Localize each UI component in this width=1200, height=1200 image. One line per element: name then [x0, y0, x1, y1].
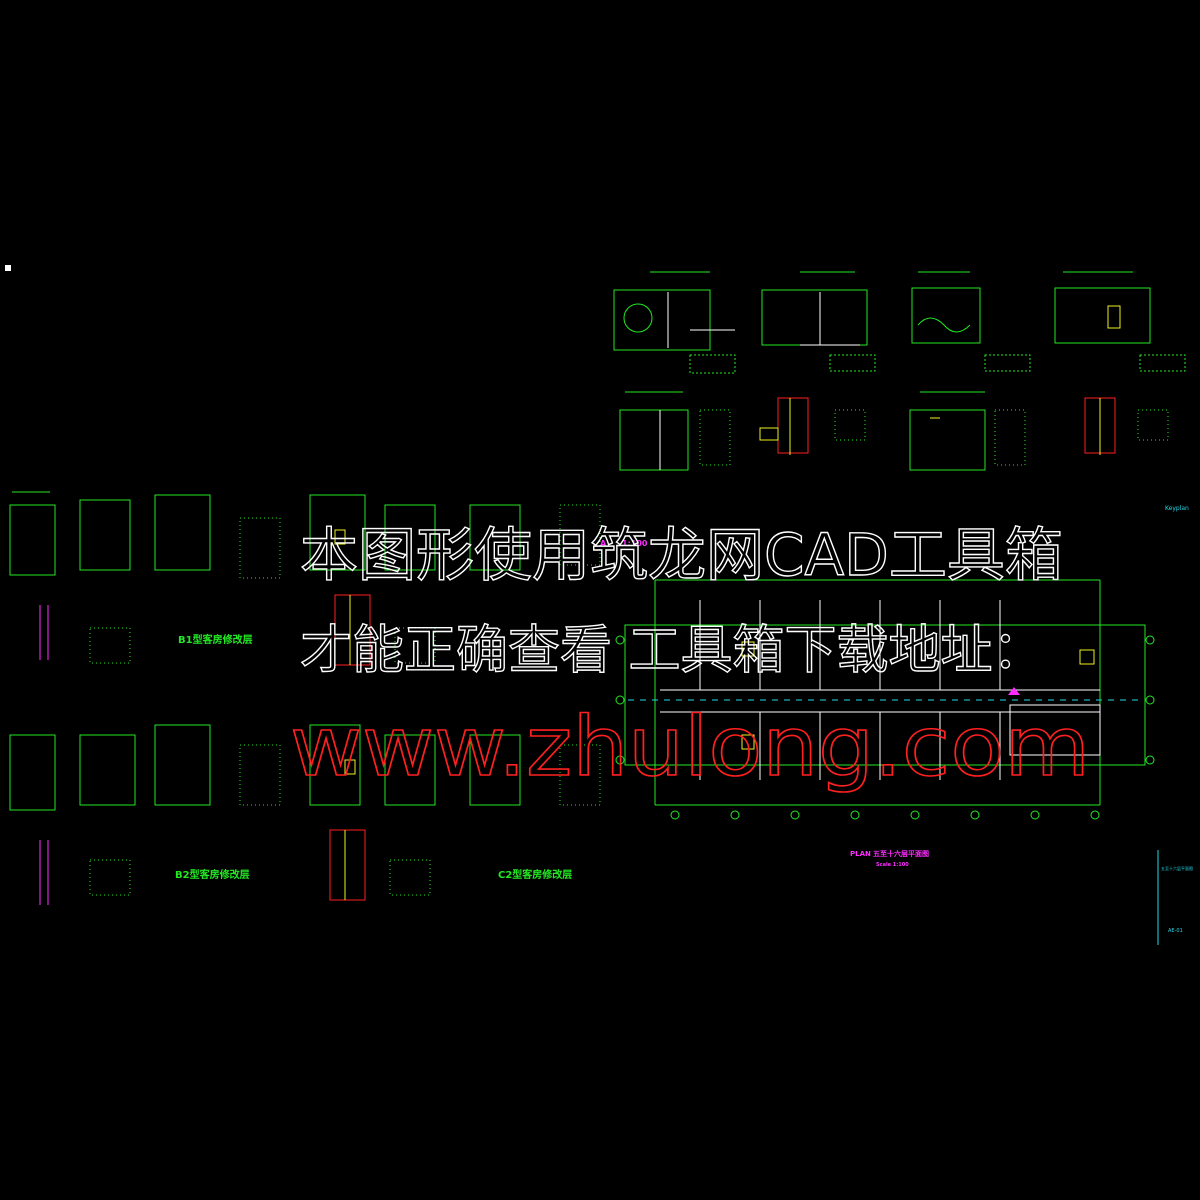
- room-detail-sheet-4: [1054, 271, 1186, 372]
- room-detail-sheet-2: [761, 271, 876, 372]
- title-block: 五至十六层平面图 AE-01: [1157, 850, 1193, 945]
- north-arrow-icon: [1008, 687, 1020, 695]
- key-plan-label: Keyplan: [1165, 505, 1189, 512]
- b2-riser-row: [39, 829, 431, 905]
- floor-plan-title: 五至十六层平面图: [873, 849, 929, 858]
- floor-plan-scale: Scale 1:100: [876, 862, 909, 868]
- title-block-sheet-no: AE-01: [1168, 928, 1183, 934]
- b1-detail-row: [9, 491, 601, 579]
- grid-bubble-icon: [670, 810, 680, 820]
- room-label-b2: B2型客房修改层: [175, 868, 250, 881]
- overlay-label-a: A: [600, 539, 607, 548]
- b1-riser-row: [39, 594, 436, 666]
- room-detail-sheet-5: [619, 391, 731, 471]
- room-detail-sheet-8: [1084, 397, 1169, 455]
- room-detail-sheet-1: [613, 271, 736, 374]
- floor-plan-gridline-bubbles: [615, 635, 1155, 820]
- b2-detail-row: [9, 724, 601, 811]
- watermark-line-1: 本图形使用筑龙网CAD工具箱: [300, 521, 1063, 589]
- watermark-line-2: 才能正确查看 工具箱下载地址：: [300, 621, 1045, 681]
- floor-plan-title-prefix: PLAN: [850, 850, 871, 858]
- room-detail-sheet-7: [909, 391, 1026, 471]
- room-detail-sheet-6: [759, 397, 866, 455]
- overlay-label-scale: 1:100: [622, 539, 648, 548]
- title-block-line: 五至十六层平面图: [1161, 865, 1193, 871]
- watermark-line-3: www.zhulong.com: [290, 700, 1090, 795]
- floor-plan: [624, 579, 1146, 806]
- room-detail-sheet-3: [911, 271, 1031, 372]
- corner-marker-icon: [5, 265, 11, 271]
- room-label-c2: C2型客房修改层: [498, 868, 572, 881]
- room-label-b1: B1型客房修改层: [178, 633, 253, 646]
